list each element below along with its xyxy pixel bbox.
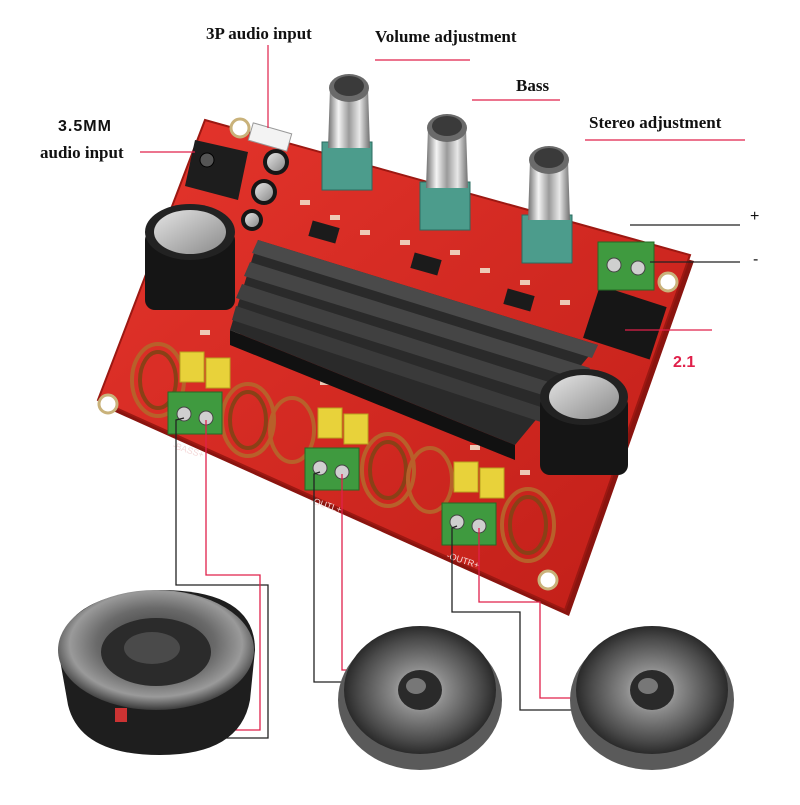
- label-stereo-adjustment: Stereo adjustment: [589, 113, 722, 132]
- label-audio-input: audio input: [40, 143, 124, 162]
- label-35mm: 3.5MM: [58, 118, 112, 135]
- mount-hole: [229, 117, 251, 139]
- ic-chip: [410, 252, 442, 276]
- label-plus: +: [750, 208, 760, 225]
- label-bass: Bass: [516, 76, 550, 95]
- label-mode-2-1: 2.1: [673, 354, 696, 371]
- callout-lines: [140, 45, 745, 331]
- mount-hole: [657, 271, 679, 293]
- output-terminal-left: [304, 447, 360, 491]
- small-capacitors: [241, 149, 289, 231]
- heatsink: [230, 240, 598, 460]
- connector-3p: [247, 122, 293, 152]
- potentiometer-knob-icon: [419, 114, 471, 231]
- label-minus: -: [753, 251, 759, 268]
- potentiometer-knob-icon: [521, 146, 573, 264]
- speaker-icon: [338, 626, 502, 770]
- subwoofer-icon: [58, 590, 255, 755]
- label-3p-audio-input: 3P audio input: [206, 24, 312, 43]
- large-capacitor-left: [145, 204, 235, 310]
- power-lead-lines: [630, 224, 740, 263]
- ic-chip: [503, 288, 535, 312]
- large-capacitor-right: [540, 369, 628, 475]
- mount-hole: [537, 569, 559, 591]
- ic-chip: [308, 220, 340, 244]
- label-volume-adjustment: Volume adjustment: [375, 27, 517, 46]
- output-terminal-right: [441, 502, 497, 546]
- audio-jack-icon: [185, 140, 248, 200]
- speaker-icon: [570, 626, 734, 770]
- film-capacitors: [179, 351, 505, 499]
- potentiometer-knob-icon: [321, 74, 373, 191]
- power-terminal: [597, 241, 655, 291]
- inductor-coils: [130, 342, 556, 563]
- mount-hole: [97, 393, 119, 415]
- dc-power-jack: [583, 285, 667, 360]
